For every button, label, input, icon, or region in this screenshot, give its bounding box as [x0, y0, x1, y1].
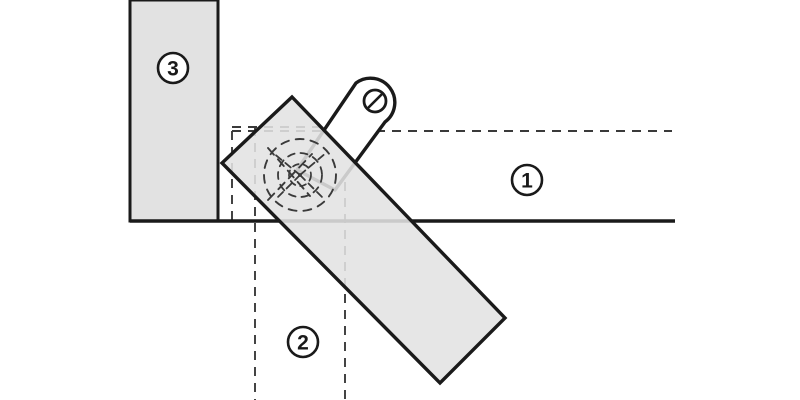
- callout-1-label: 1: [521, 170, 533, 193]
- cabinet-side-panel: [128, 0, 220, 223]
- hinge-cup-linkage-1: [267, 147, 311, 197]
- callout-3-circle: [156, 51, 190, 85]
- callout-2-label: 2: [297, 332, 309, 355]
- hinge-cup-spoke-4: [299, 174, 326, 201]
- hinge-cup-group: [263, 138, 337, 212]
- callout-marker-2: 2: [286, 325, 320, 359]
- callout-group: 1 2 3: [156, 51, 544, 359]
- callout-marker-3: 3: [156, 51, 190, 85]
- hinge-cup-outer-circle: [263, 138, 337, 212]
- callout-marker-1: 1: [510, 163, 544, 197]
- callout-2-circle: [286, 325, 320, 359]
- callout-3-label: 3: [167, 58, 179, 81]
- hinge-cup-spoke-3: [299, 151, 328, 176]
- rotated-door-panel: [219, 94, 508, 386]
- callout-1-circle: [510, 163, 544, 197]
- hinge-cup-linkage-2: [267, 153, 313, 201]
- hinge-cup-inner-circle: [277, 152, 323, 198]
- hinge-cup-spoke-2: [274, 174, 301, 201]
- hinge-screw-slot-icon: [366, 92, 384, 110]
- hinge-cup-center-point: [298, 173, 302, 177]
